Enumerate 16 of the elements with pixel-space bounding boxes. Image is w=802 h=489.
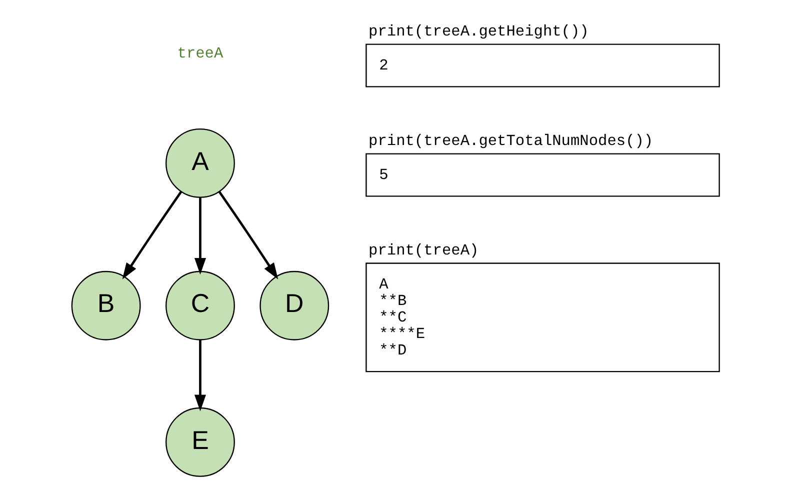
node-circle: E xyxy=(165,406,234,476)
node-label: print(treeA.getTotalNumNodes()) xyxy=(368,131,653,150)
label: treeA xyxy=(176,44,223,62)
node-box: 5 xyxy=(365,152,720,196)
node-circle: A xyxy=(165,128,234,198)
node-box: A **B **C ****E **D xyxy=(365,262,720,372)
node-circle: B xyxy=(70,270,140,340)
arrow xyxy=(218,190,278,279)
node-circle: D xyxy=(259,270,329,340)
node-label: print(treeA.getHeight()) xyxy=(368,22,588,40)
node-box: 2 xyxy=(365,43,720,87)
node-label: print(treeA) xyxy=(368,240,478,259)
arrow xyxy=(194,339,206,411)
node-circle: C xyxy=(165,270,234,340)
arrow xyxy=(122,190,182,279)
arrow xyxy=(194,197,206,274)
